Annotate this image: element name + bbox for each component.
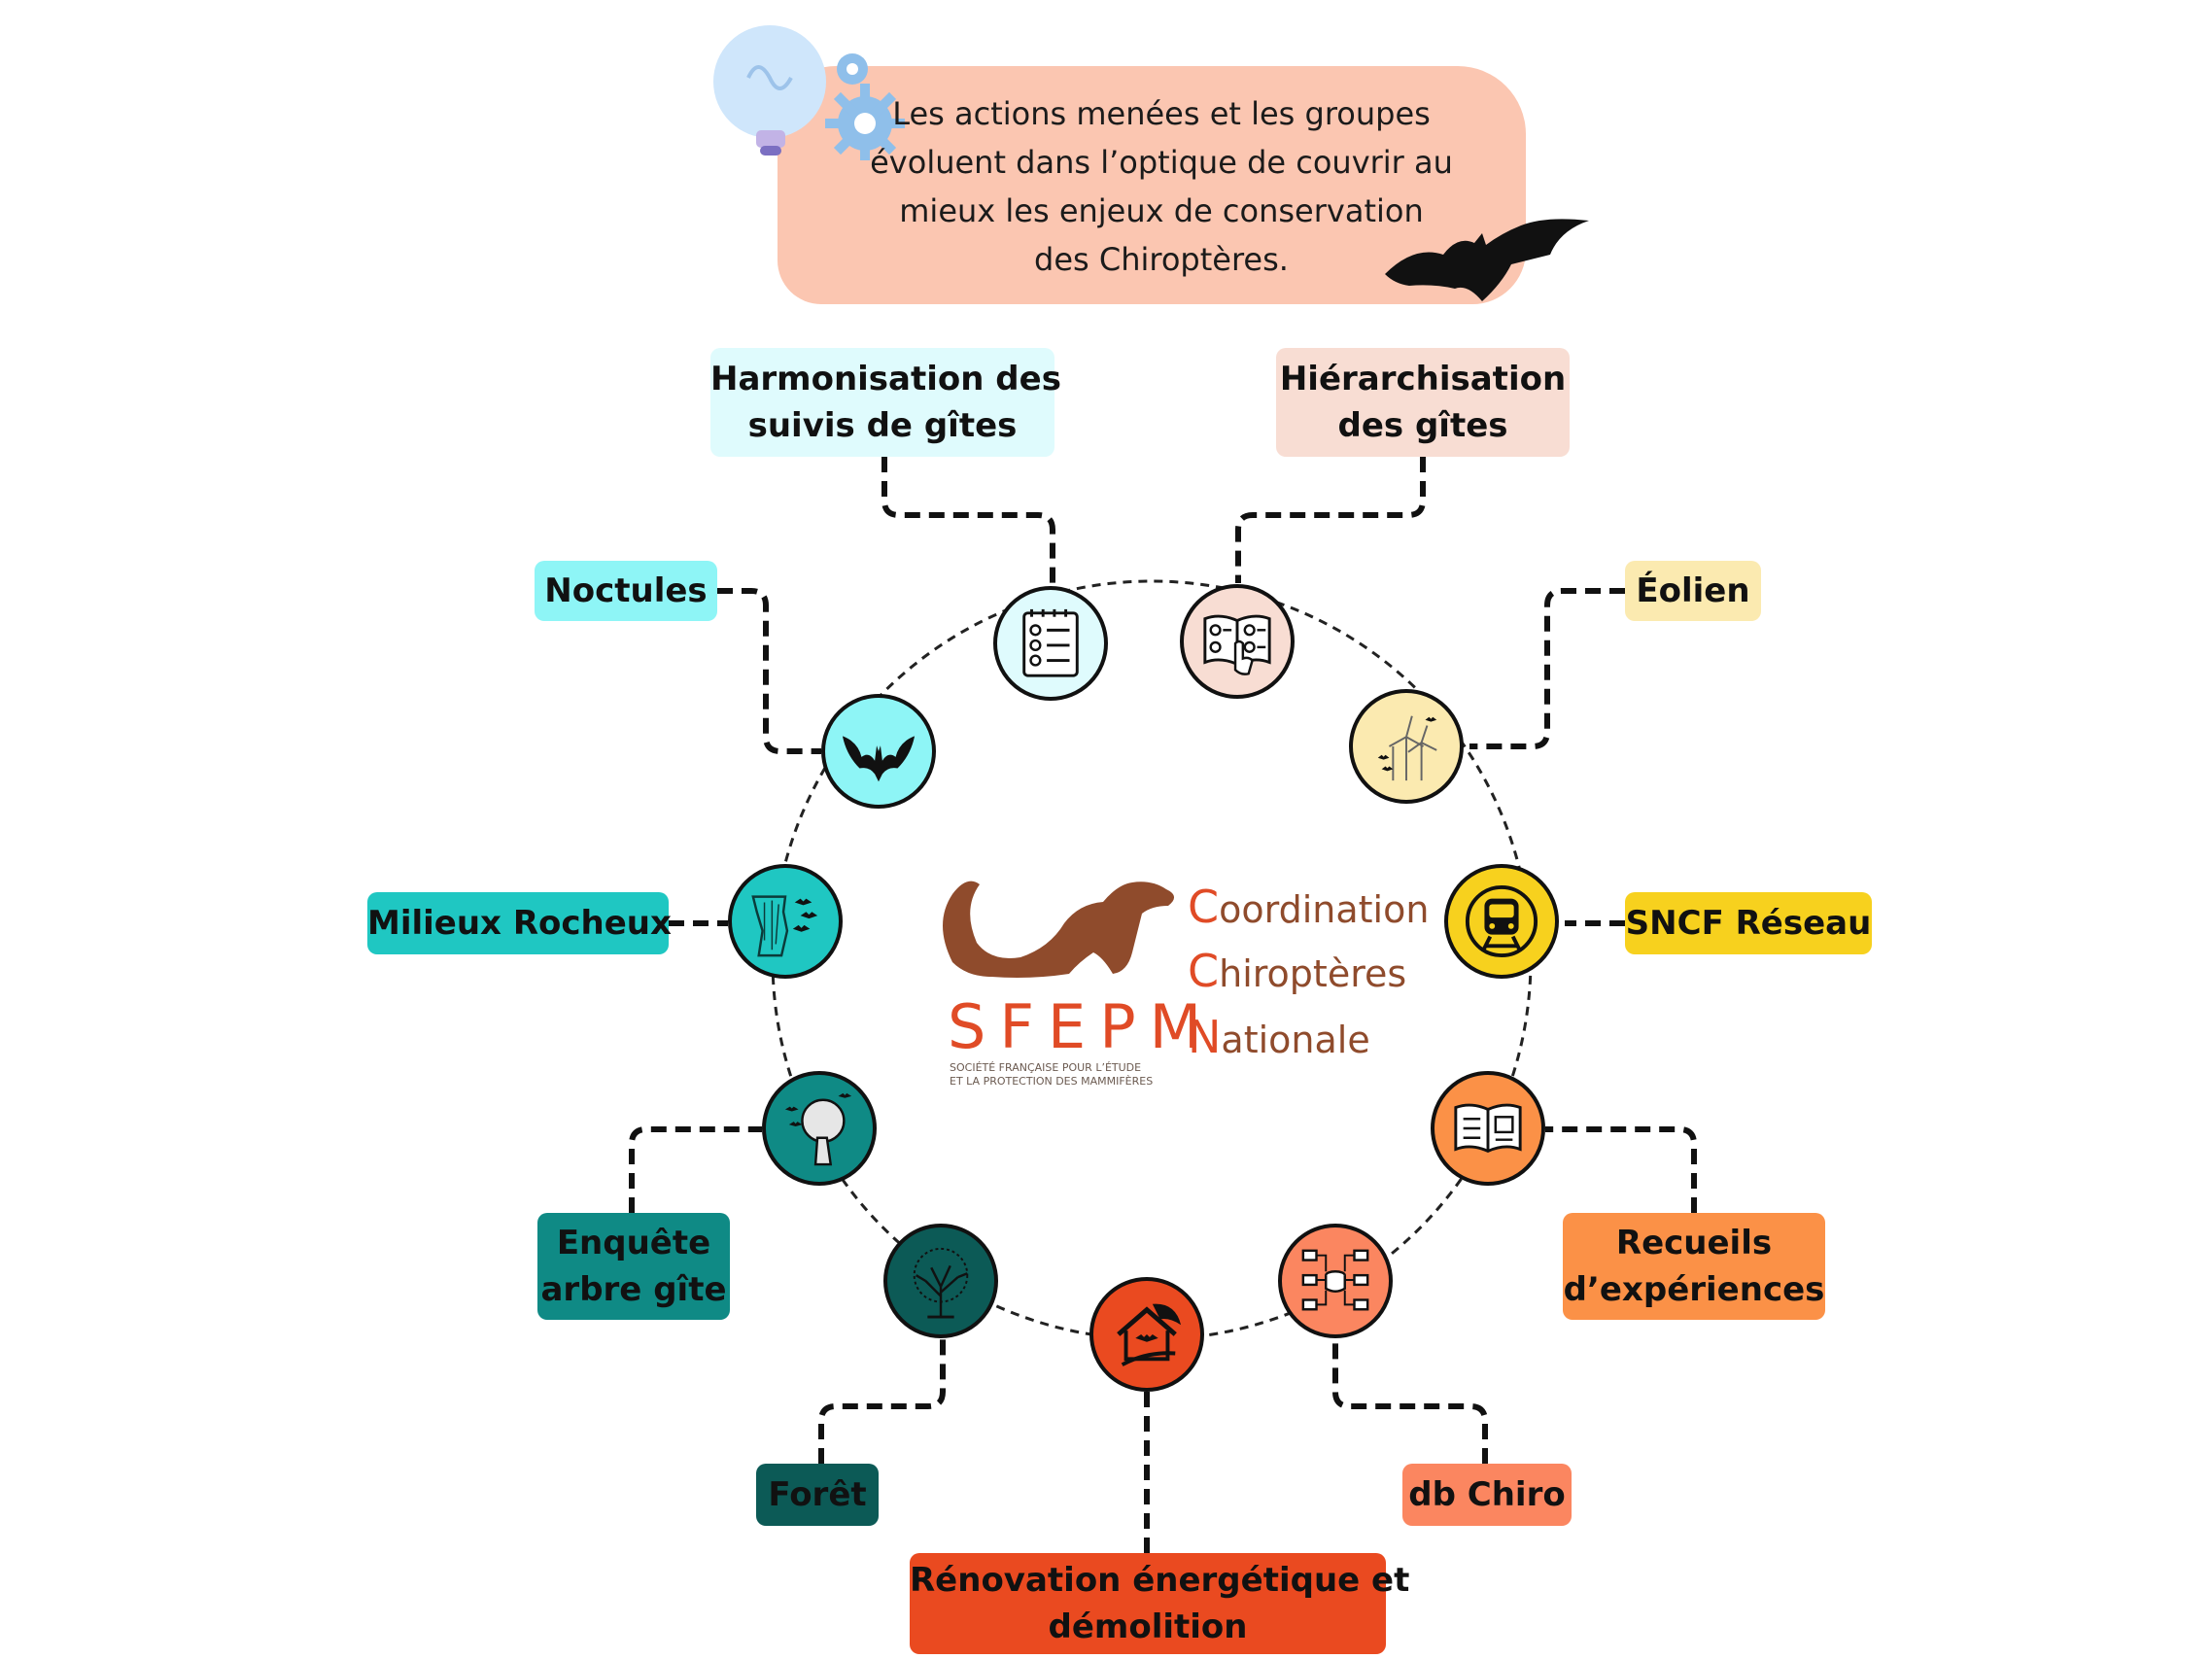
bat-silhouette-icon — [1385, 219, 1589, 301]
logo-coordination: Coordination — [1188, 881, 1429, 933]
label-db-chiro-text: db Chiro — [1408, 1475, 1566, 1514]
node-renovation[interactable] — [1089, 1277, 1204, 1392]
label-noctules-text: Noctules — [544, 571, 708, 610]
label-recueils-line-2: d’expériences — [1563, 1270, 1825, 1309]
connector-enquete — [629, 1126, 762, 1213]
node-harmonisation[interactable] — [993, 586, 1108, 701]
book-steps-icon — [1203, 614, 1271, 675]
house-bat-icon — [1117, 1303, 1182, 1366]
label-sncf-reseau: SNCF Réseau — [1625, 892, 1872, 954]
tree-bats-icon — [784, 1092, 852, 1166]
node-milieux-rocheux[interactable] — [728, 864, 843, 979]
logo-chiropteres-rest: hiroptères — [1219, 952, 1407, 995]
connector-db-chiro — [1332, 1339, 1488, 1464]
intro-line-2: évoluent dans l’optique de couvrir au — [870, 144, 1453, 181]
open-book-icon — [1454, 1103, 1522, 1154]
logo-subtitle-2: ET LA PROTECTION DES MAMMIFÈRES — [950, 1075, 1154, 1088]
label-renovation-line-2: démolition — [1048, 1607, 1248, 1646]
intro-text: Les actions menées et les groupes évolue… — [855, 89, 1468, 284]
logo-coordination-rest: oordination — [1219, 888, 1430, 931]
label-db-chiro: db Chiro — [1402, 1464, 1572, 1526]
intro-line-3: mieux les enjeux de conservation — [899, 192, 1424, 229]
label-eolien: Éolien — [1625, 561, 1761, 621]
label-noctules: Noctules — [535, 561, 717, 621]
node-db-chiro[interactable] — [1278, 1224, 1393, 1338]
label-eolien-text: Éolien — [1636, 571, 1750, 610]
label-hierarchisation-line-1: Hiérarchisation — [1279, 360, 1567, 398]
label-milieux-rocheux: Milieux Rocheux — [367, 892, 672, 954]
node-noctules[interactable] — [821, 694, 936, 809]
label-enquete-line-2: arbre gîte — [540, 1270, 727, 1309]
node-recueils[interactable] — [1431, 1071, 1545, 1186]
logo-nationale-rest: ationale — [1221, 1019, 1370, 1061]
label-recueils: Recueils d’expériences — [1563, 1213, 1825, 1320]
checklist-icon — [1022, 608, 1079, 677]
logo-nationale-initial: N — [1188, 1011, 1222, 1063]
stoat-logo-icon — [943, 881, 1175, 978]
label-enquete: Enquête arbre gîte — [537, 1213, 730, 1320]
logo-chiropteres: Chiroptères — [1188, 945, 1406, 997]
logo-chiropteres-initial: C — [1188, 945, 1220, 997]
logo-coordination-initial: C — [1188, 881, 1220, 933]
node-enquete[interactable] — [762, 1071, 877, 1186]
intro-line-4: des Chiroptères. — [1034, 241, 1289, 278]
train-icon — [1465, 884, 1538, 958]
connector-harmonisation — [881, 457, 1055, 586]
label-sncf-reseau-text: SNCF Réseau — [1625, 904, 1872, 943]
label-foret: Forêt — [756, 1464, 879, 1526]
cliff-bats-icon — [751, 895, 818, 957]
bat-icon — [842, 736, 916, 782]
connector-recueils — [1545, 1126, 1697, 1213]
node-hierarchisation[interactable] — [1180, 584, 1295, 699]
connector-foret — [818, 1339, 946, 1464]
gear-icon — [825, 53, 905, 160]
logo-subtitle-1: SOCIÉTÉ FRANÇAISE POUR L’ÉTUDE — [950, 1061, 1142, 1074]
label-harmonisation-line-1: Harmonisation des — [710, 360, 1061, 398]
logo-nationale: Nationale — [1188, 1011, 1370, 1063]
logo-acronym: SFEPM — [948, 991, 1216, 1062]
label-hierarchisation-line-2: des gîtes — [1337, 406, 1508, 445]
connector-noctules — [717, 588, 821, 754]
node-sncf[interactable] — [1444, 864, 1559, 979]
label-renovation: Rénovation énergétique et démolition — [910, 1553, 1410, 1654]
label-foret-text: Forêt — [768, 1475, 867, 1514]
tree-icon — [913, 1247, 969, 1319]
wind-turbine-icon — [1377, 715, 1437, 781]
label-recueils-line-1: Recueils — [1615, 1224, 1773, 1262]
label-hierarchisation: Hiérarchisation des gîtes — [1276, 348, 1570, 457]
node-foret[interactable] — [883, 1224, 998, 1338]
label-harmonisation: Harmonisation des suivis de gîtes — [710, 348, 1061, 457]
label-harmonisation-line-2: suivis de gîtes — [747, 406, 1018, 445]
lightbulb-icon — [713, 25, 826, 156]
intro-line-1: Les actions menées et les groupes — [892, 95, 1431, 132]
label-renovation-line-1: Rénovation énergétique et — [910, 1561, 1410, 1600]
connector-hierarchisation — [1235, 457, 1426, 583]
database-network-icon — [1301, 1249, 1369, 1311]
node-eolien[interactable] — [1349, 689, 1464, 804]
connector-eolien — [1469, 588, 1625, 749]
label-milieux-rocheux-text: Milieux Rocheux — [367, 904, 672, 943]
label-enquete-line-1: Enquête — [556, 1224, 711, 1262]
